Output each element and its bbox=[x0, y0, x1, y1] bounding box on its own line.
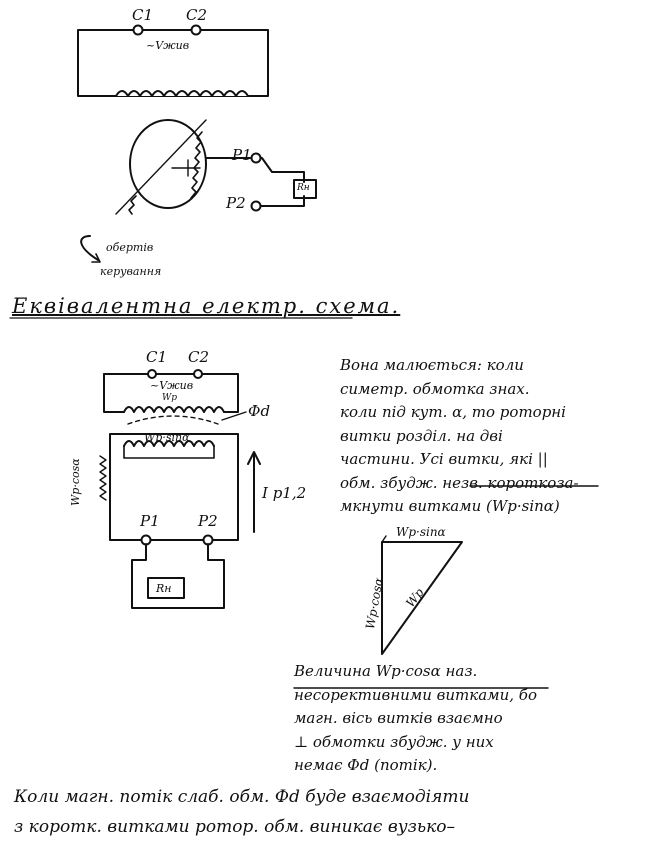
brush-p2-label-top: P2 bbox=[226, 194, 246, 212]
note-lower: Величина Wp·cosα наз. несорективними вит… bbox=[294, 660, 537, 778]
equiv-supply-label: ~Vжив bbox=[150, 379, 194, 392]
sin-winding-coil bbox=[123, 440, 215, 447]
rotor-equiv-loop bbox=[109, 433, 239, 541]
terminal-c1-dot bbox=[132, 24, 144, 36]
sin-winding-label: Wp·sinα bbox=[144, 431, 190, 444]
equiv-c2-label: C2 bbox=[188, 348, 210, 366]
bottom-line: Коли магн. потік слаб. обм. Фd буде взає… bbox=[14, 787, 470, 807]
note-right: Вона малюється: коли симетр. обмотка зна… bbox=[340, 354, 579, 519]
rotor-winding-lower bbox=[128, 195, 137, 215]
note-right-line: обм. збудж. незв. короткоза- bbox=[340, 473, 579, 492]
rotor-circle bbox=[129, 119, 207, 209]
rotor-winding-zigzag bbox=[190, 131, 203, 199]
rotor-axis-line bbox=[115, 119, 207, 215]
equiv-p2-label: P2 bbox=[198, 512, 218, 530]
note-right-line: симетр. обмотка знах. bbox=[340, 379, 530, 398]
brush-p1-label-top: P1 bbox=[232, 146, 252, 164]
triangle-shape bbox=[381, 541, 463, 655]
cos-winding-zigzag bbox=[99, 455, 107, 501]
note-lower-line: ⊥ обмотки збудж. у них bbox=[294, 732, 494, 751]
note-right-line: мкнути витками (Wp·sinα) bbox=[340, 497, 560, 515]
terminal-c2-dot bbox=[190, 24, 202, 36]
equiv-load-label: Rн bbox=[156, 582, 172, 595]
flux-dashes bbox=[127, 415, 219, 425]
load-box-equiv bbox=[147, 577, 185, 599]
current-label: I p1,2 bbox=[262, 484, 307, 502]
equiv-c1-dot bbox=[147, 369, 157, 379]
note-right-line: Вона малюється: коли bbox=[340, 356, 524, 374]
terminal-c1-label: C1 bbox=[132, 6, 154, 24]
brush-p1-dot bbox=[250, 152, 262, 164]
flux-label: Фd bbox=[248, 402, 271, 420]
note-lower-line: немає Фd (потік). bbox=[294, 756, 438, 774]
load-wire bbox=[131, 543, 225, 609]
equiv-c2-dot bbox=[193, 369, 203, 379]
note-right-line: коли під кут. α, то роторні bbox=[340, 403, 566, 421]
vector-triangle bbox=[381, 535, 463, 655]
brush-p1-wire bbox=[253, 157, 305, 183]
bottom-paragraph: Коли магн. потік слаб. обм. Фd буде взає… bbox=[14, 782, 469, 842]
excitation-loop bbox=[77, 29, 269, 97]
load-box-top bbox=[293, 179, 317, 199]
brush-p2-dot bbox=[250, 200, 262, 212]
note-lower-line: Величина Wp·cosα наз. bbox=[294, 662, 478, 680]
equiv-c1-label: C1 bbox=[146, 348, 168, 366]
note-right-line: частини. Усі витки, які || bbox=[340, 450, 548, 468]
equivalent-circuit bbox=[99, 369, 261, 609]
rotor-assembly bbox=[80, 119, 317, 263]
rotation-label-line2: керування bbox=[100, 265, 162, 278]
sin-short-loop bbox=[123, 445, 215, 459]
equiv-excitation-coil bbox=[123, 406, 225, 413]
rotation-label-line1: обертів bbox=[106, 241, 154, 254]
excitation-coil bbox=[115, 90, 249, 97]
section-heading: Еквівалентна електр. схема. bbox=[12, 294, 401, 318]
terminal-c2-label: C2 bbox=[186, 6, 208, 24]
cos-winding-label: Wp·cosα bbox=[69, 458, 82, 506]
note-lower-line: магн. вісь витків взаємно bbox=[294, 709, 503, 727]
rotation-arrow bbox=[80, 235, 99, 261]
triangle-top-label: Wp·sinα bbox=[396, 525, 446, 539]
brush-p2-wire bbox=[253, 195, 305, 207]
excitation-circuit-top bbox=[77, 24, 269, 97]
equiv-p1-label: P1 bbox=[140, 512, 160, 530]
note-right-line: витки розділ. на дві bbox=[340, 426, 503, 445]
equiv-winding-label: Wp bbox=[162, 393, 178, 403]
note-lower-line: несорективними витками, бо bbox=[294, 685, 537, 704]
load-label-top: Rн bbox=[297, 183, 310, 193]
bottom-line: з коротк. витками ротор. обм. виникає ву… bbox=[14, 817, 456, 837]
supply-label-top: ~Vжив bbox=[146, 39, 190, 52]
